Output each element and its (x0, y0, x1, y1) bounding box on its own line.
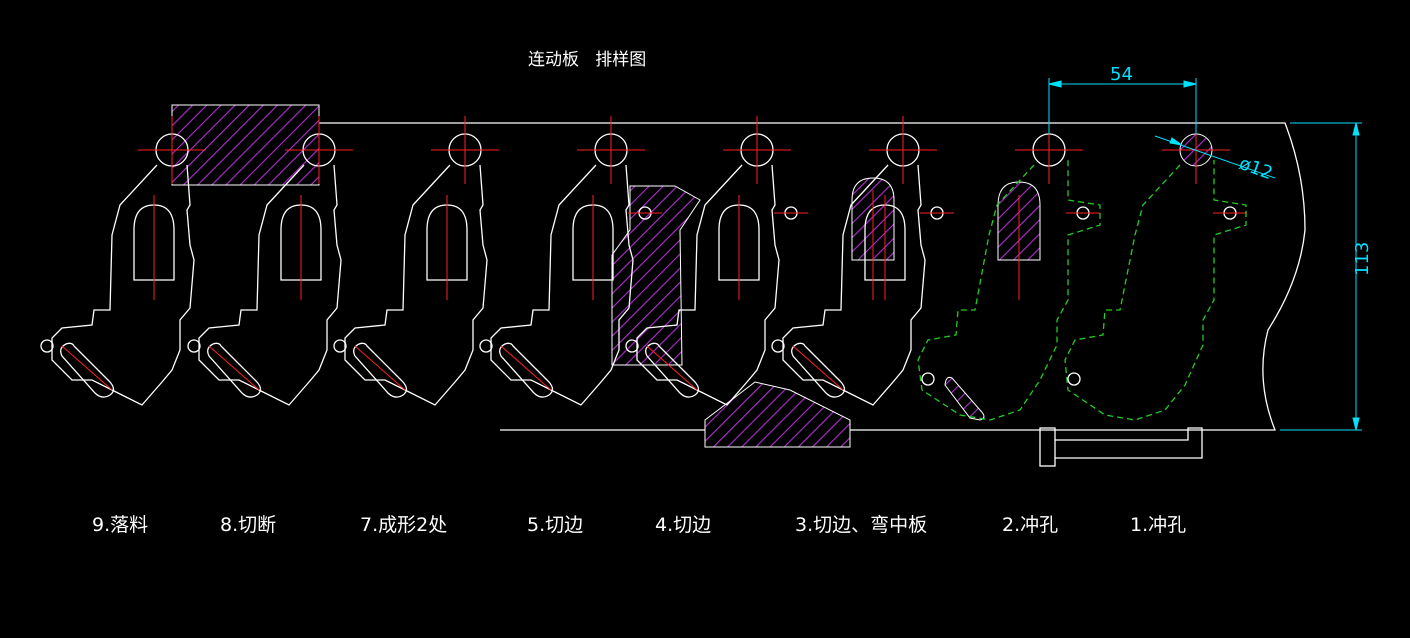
dimension-pitch-text: 54 (1110, 64, 1133, 85)
station-label-2: 2.冲孔 (1002, 514, 1058, 536)
hatch-bottom (704, 381, 851, 448)
station-label-5: 5.切边 (527, 514, 583, 536)
hatch-slot-2 (944, 376, 985, 421)
station-label-3: 3.切边、弯中板 (795, 514, 927, 536)
strip-outline (175, 122, 1306, 431)
hatch-cutoff-top (171, 104, 320, 186)
dimension-hole-leader (1154, 135, 1276, 179)
dimension-width (1280, 122, 1362, 431)
station-labels: 9.落料 8.切断 7.成形2处 5.切边 4.切边 3.切边、弯中板 2.冲孔… (92, 514, 1186, 536)
drawing-title: 连动板 排样图 (528, 50, 646, 70)
station-label-9: 9.落料 (92, 514, 148, 536)
dimension-width-text: 113 (1352, 242, 1373, 276)
dimension-hole-text: ø12 (1236, 153, 1275, 184)
part-station-7 (333, 115, 500, 406)
small-hole-1 (1067, 372, 1081, 386)
station-label-1: 1.冲孔 (1130, 514, 1186, 536)
stopper-block (1039, 427, 1056, 467)
station-label-8: 8.切断 (220, 514, 276, 536)
station-label-7: 7.成形2处 (360, 514, 447, 536)
preview-part-station-1 (1064, 160, 1247, 421)
station-label-4: 4.切边 (655, 514, 711, 536)
preview-part-station-2 (917, 160, 1101, 421)
dimension-pitch (1048, 78, 1197, 134)
stopper-bar (1055, 427, 1203, 459)
small-hole-2 (921, 372, 935, 386)
